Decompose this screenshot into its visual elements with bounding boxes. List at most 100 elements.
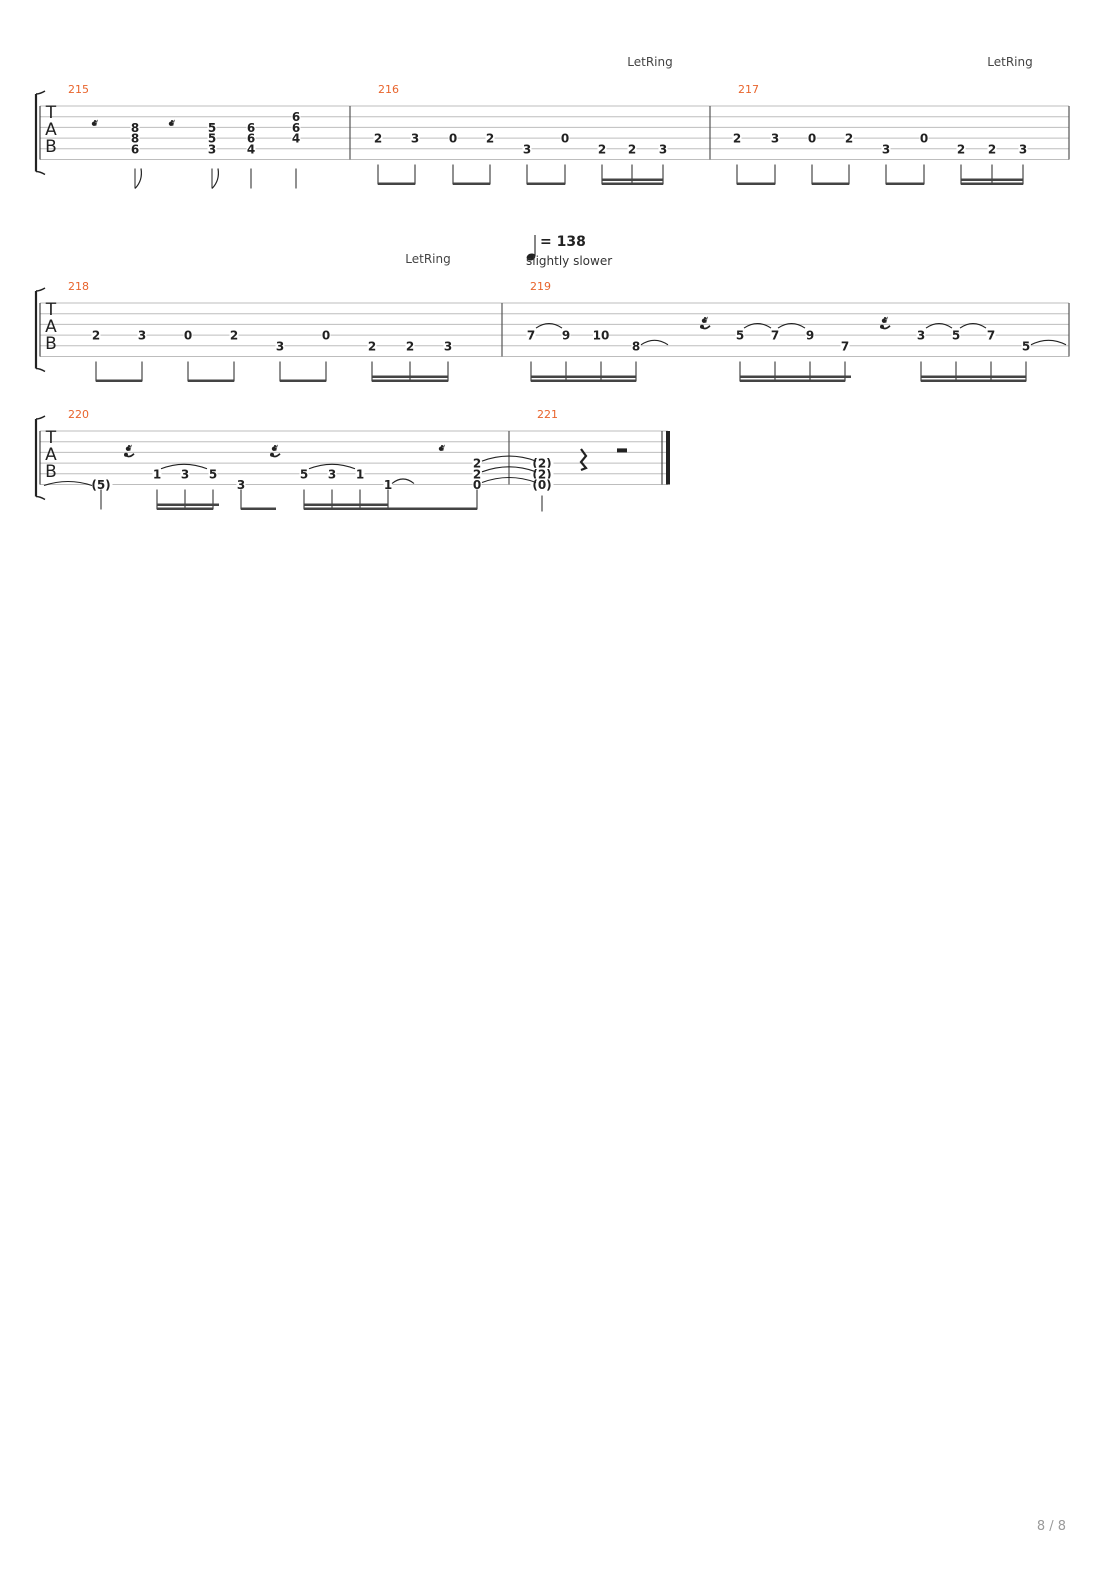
fret-backdrop <box>405 339 415 352</box>
fret-backdrop <box>956 142 966 155</box>
fret-backdrop <box>355 467 365 480</box>
fret-number: 2 <box>598 142 606 156</box>
beam <box>921 379 1026 382</box>
fret-number: 3 <box>237 478 245 492</box>
fret-backdrop <box>321 329 331 342</box>
fret-number: 3 <box>328 467 336 481</box>
fret-backdrop <box>291 132 301 145</box>
beam <box>241 507 276 510</box>
slur <box>308 463 356 470</box>
measure-number: 215 <box>68 83 89 96</box>
system-bracket-bottom <box>35 170 46 176</box>
fret-number: 9 <box>806 329 814 343</box>
fret-backdrop <box>986 329 996 342</box>
beam <box>378 182 415 185</box>
fret-backdrop <box>130 142 140 155</box>
fret-number: 7 <box>771 329 779 343</box>
fret-number: 9 <box>562 329 570 343</box>
fret-number: 1 <box>356 467 364 481</box>
fret-number: 2 <box>473 457 481 471</box>
fret-backdrop <box>207 121 217 134</box>
rest-dot <box>438 446 444 451</box>
tab-clef-a: A <box>45 317 57 337</box>
beam <box>188 379 234 382</box>
fret-number: 4 <box>247 142 255 156</box>
system-bracket-bottom <box>35 367 46 373</box>
fret-backdrop <box>91 329 101 342</box>
tab-clef-t: T <box>45 103 57 123</box>
fret-backdrop <box>987 142 997 155</box>
tempo-value: = 138 <box>540 234 586 250</box>
fret-number: 7 <box>841 339 849 353</box>
slur <box>743 323 772 329</box>
tie <box>43 480 93 487</box>
measure-number: 221 <box>537 408 558 421</box>
fret-number: 5 <box>1022 339 1030 353</box>
fret-backdrop <box>593 329 609 342</box>
let-ring-label: LetRing <box>627 55 672 69</box>
slur <box>535 323 563 329</box>
fret-number: 2 <box>406 339 414 353</box>
fret-backdrop <box>443 339 453 352</box>
beam-secondary <box>961 178 1023 181</box>
fret-backdrop <box>383 478 393 491</box>
rest-dot <box>881 318 887 323</box>
fret-number: 0 <box>473 478 481 492</box>
fret-backdrop <box>410 132 420 145</box>
beam <box>157 507 213 510</box>
beam <box>96 379 142 382</box>
fret-backdrop <box>1021 339 1031 352</box>
fret-number: 3 <box>917 329 925 343</box>
fret-number: 6 <box>247 132 255 146</box>
fret-number: 0 <box>322 329 330 343</box>
fret-number: 8 <box>131 132 139 146</box>
fret-backdrop <box>522 142 532 155</box>
rest-dot <box>271 446 277 451</box>
fret-backdrop <box>183 329 193 342</box>
fret-backdrop <box>526 329 536 342</box>
fret-backdrop <box>597 142 607 155</box>
fret-backdrop <box>137 329 147 342</box>
fret-backdrop <box>246 132 256 145</box>
beam-secondary <box>372 375 448 378</box>
beam <box>740 379 845 382</box>
tie <box>1030 339 1067 346</box>
fret-backdrop <box>530 457 554 470</box>
beam-secondary <box>602 178 663 181</box>
fret-number: (2) <box>532 457 551 471</box>
rest-dot <box>701 318 707 323</box>
fret-backdrop <box>130 132 140 145</box>
beam <box>961 182 1023 185</box>
fret-number: (0) <box>532 478 551 492</box>
fret-backdrop <box>735 329 745 342</box>
fret-number: 3 <box>444 339 452 353</box>
fret-backdrop <box>367 339 377 352</box>
fret-number: (2) <box>532 467 551 481</box>
fret-number: 1 <box>153 467 161 481</box>
tie <box>640 339 669 346</box>
fret-number: 4 <box>292 132 300 146</box>
fret-number: 0 <box>184 329 192 343</box>
fret-backdrop <box>236 478 246 491</box>
fret-number: 3 <box>208 142 216 156</box>
fret-number: 2 <box>988 142 996 156</box>
quarter-rest <box>579 448 588 472</box>
fret-backdrop <box>208 467 218 480</box>
fret-number: 3 <box>138 329 146 343</box>
fret-number: 3 <box>523 142 531 156</box>
fret-number: 5 <box>952 329 960 343</box>
quarter-note-icon <box>526 253 536 261</box>
rest-dot <box>125 446 131 451</box>
fret-number: 5 <box>209 467 217 481</box>
tie <box>481 466 537 473</box>
tempo-note: slightly slower <box>526 254 612 268</box>
fret-number: 3 <box>882 142 890 156</box>
measure-number: 218 <box>68 280 89 293</box>
tab-clef-b: B <box>45 462 57 482</box>
fret-backdrop <box>472 478 482 491</box>
tab-clef-a: A <box>45 445 57 465</box>
fret-number: 0 <box>449 132 457 146</box>
fret-backdrop <box>373 132 383 145</box>
half-rest <box>617 448 627 453</box>
fret-backdrop <box>807 132 817 145</box>
